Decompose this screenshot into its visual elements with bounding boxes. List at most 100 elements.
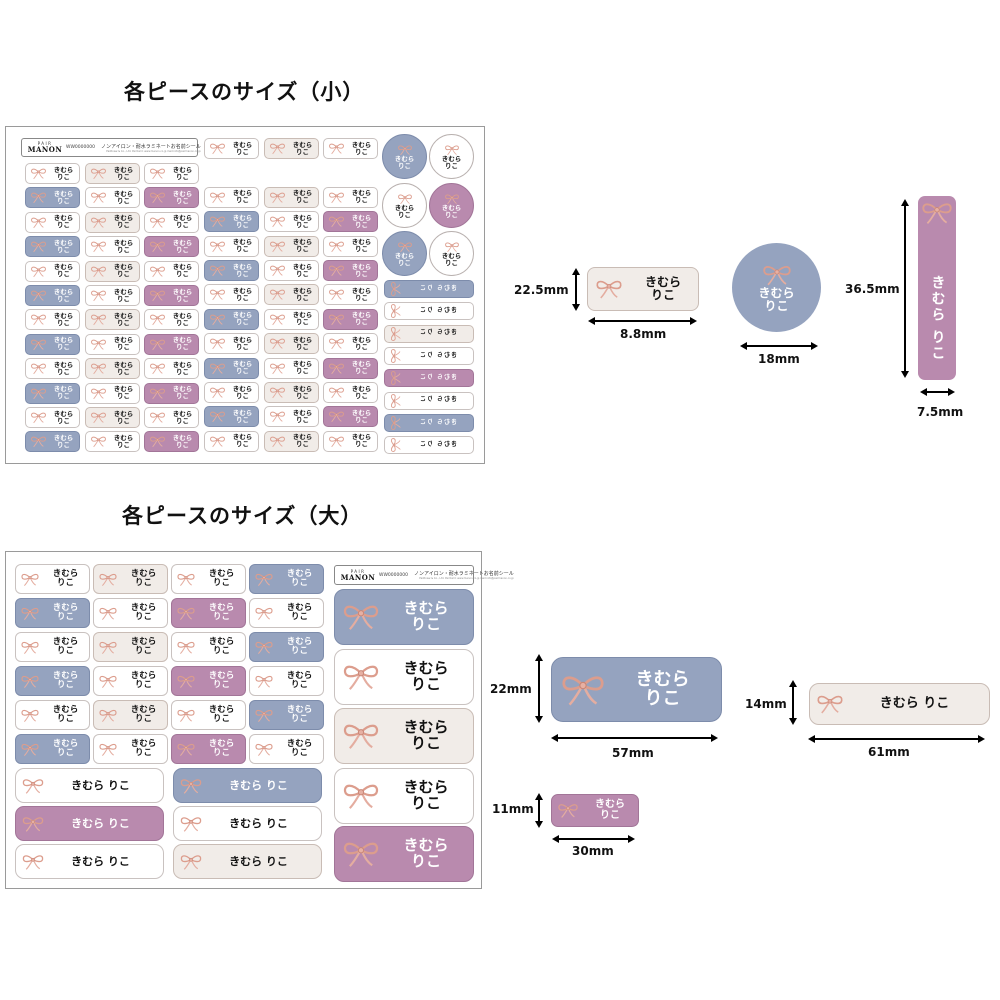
sticker-name-text: きむら りこ bbox=[113, 409, 134, 425]
name-sticker: きむら りこ bbox=[85, 187, 140, 209]
bow-icon bbox=[30, 314, 46, 326]
bow-icon bbox=[90, 266, 106, 277]
bow-icon bbox=[255, 743, 273, 756]
sticker-name-text: きむら りこ bbox=[292, 409, 313, 424]
vertical-name-sticker: きむら りこ bbox=[384, 369, 474, 388]
bow-icon bbox=[149, 388, 165, 399]
name-sticker: きむら りこ bbox=[323, 235, 378, 257]
sticker-name-text: きむら りこ bbox=[394, 154, 415, 170]
sticker-name-text: きむら りこ bbox=[403, 778, 449, 812]
name-sticker: きむら りこ bbox=[25, 407, 80, 428]
name-sticker: きむら りこ bbox=[323, 406, 378, 428]
bow-icon bbox=[177, 743, 195, 756]
sticker-name-text: きむら りこ bbox=[351, 262, 372, 278]
bow-icon bbox=[30, 388, 46, 399]
bow-icon bbox=[149, 266, 165, 277]
bow-icon-wrapper bbox=[16, 815, 48, 833]
long-height-label: 14mm bbox=[745, 697, 787, 711]
large-sticker-sheet: きむら りこきむら りこきむら りこきむら りこきむら りこきむら りこきむら … bbox=[5, 551, 514, 889]
sticker-name-text: きむら りこ bbox=[232, 384, 253, 400]
bow-icon bbox=[209, 363, 225, 374]
sticker-name-text: きむら りこ bbox=[229, 854, 288, 868]
name-sticker: きむら りこ bbox=[264, 186, 319, 208]
sticker-name-text: きむら りこ bbox=[232, 360, 253, 376]
sticker-name-text: きむら りこ bbox=[53, 238, 74, 254]
name-sticker: きむら りこ bbox=[323, 382, 378, 403]
bow-icon bbox=[269, 241, 285, 252]
fine-print: Pailitoaw & Co., Ltd. PairCard: www.mano… bbox=[419, 577, 514, 580]
bow-icon bbox=[269, 436, 285, 448]
sticker-name-text: きむら りこ bbox=[53, 165, 74, 181]
sticker-name-text: きむら りこ bbox=[208, 705, 235, 724]
bow-icon-wrapper bbox=[265, 410, 287, 423]
bow-icon-wrapper bbox=[265, 240, 287, 253]
sticker-name-text: きむら りこ bbox=[441, 251, 462, 267]
bow-icon-wrapper bbox=[265, 264, 287, 277]
name-sticker: きむら りこ bbox=[93, 598, 168, 628]
name-sticker: きむら りこ bbox=[323, 308, 378, 330]
bow-icon bbox=[343, 724, 379, 750]
name-sticker: きむら りこ bbox=[323, 211, 378, 233]
bow-icon-wrapper bbox=[265, 215, 287, 228]
bow-icon-wrapper bbox=[94, 572, 120, 587]
sticker-name-text: きむら りこ bbox=[418, 418, 458, 426]
name-sticker: きむら りこ bbox=[15, 806, 164, 841]
bow-icon bbox=[397, 194, 412, 205]
name-sticker: きむら りこ bbox=[15, 768, 164, 803]
bow-icon bbox=[30, 412, 46, 424]
bow-icon bbox=[30, 168, 46, 180]
bow-icon bbox=[21, 675, 39, 688]
bow-icon-wrapper bbox=[145, 411, 167, 424]
name-sticker: きむら りこ bbox=[264, 382, 319, 403]
bow-icon-wrapper bbox=[26, 338, 48, 351]
height-arrow bbox=[535, 654, 543, 723]
height-arrow bbox=[535, 793, 543, 828]
width-arrow bbox=[808, 735, 985, 743]
sticker-name-text: きむら りこ bbox=[71, 854, 130, 868]
bow-icon-wrapper bbox=[250, 674, 276, 689]
bow-icon-wrapper bbox=[324, 191, 346, 204]
bow-icon-wrapper bbox=[265, 362, 287, 375]
name-sticker: きむら りこ bbox=[171, 700, 246, 730]
round-sticker: きむら りこ bbox=[382, 134, 427, 179]
bow-icon-wrapper bbox=[205, 191, 227, 204]
bow-icon-wrapper bbox=[86, 362, 108, 375]
sticker-name-text: きむら りこ bbox=[113, 287, 134, 303]
sticker-name-text: きむら りこ bbox=[53, 385, 74, 401]
bow-icon bbox=[90, 217, 106, 229]
name-sticker: きむら りこ bbox=[264, 333, 319, 355]
bow-icon bbox=[328, 192, 344, 204]
bow-icon bbox=[390, 282, 401, 296]
bow-icon-wrapper bbox=[385, 371, 403, 386]
bow-icon-wrapper bbox=[145, 338, 167, 351]
width-arrow bbox=[920, 388, 955, 396]
name-sticker: きむら りこ bbox=[85, 260, 140, 282]
bow-icon bbox=[90, 241, 106, 253]
sticker-name-text: きむら りこ bbox=[292, 311, 313, 327]
example-long-sticker: きむら りこ bbox=[809, 683, 990, 725]
bow-icon-wrapper bbox=[86, 338, 108, 351]
sticker-name-text: きむら りこ bbox=[232, 189, 253, 205]
name-sticker: きむら りこ bbox=[323, 333, 378, 355]
bow-icon bbox=[343, 665, 379, 691]
bow-icon bbox=[762, 265, 791, 286]
name-sticker: きむら りこ bbox=[93, 734, 168, 764]
sticker-name-text: きむら りこ bbox=[418, 351, 458, 359]
bow-icon-wrapper bbox=[324, 410, 346, 423]
bow-icon-wrapper bbox=[16, 708, 42, 723]
bow-icon bbox=[30, 241, 46, 253]
sticker-name-text: きむら りこ bbox=[172, 287, 193, 303]
sticker-name-text: きむら りこ bbox=[52, 739, 79, 758]
bow-icon-wrapper bbox=[145, 167, 167, 180]
bow-icon bbox=[390, 326, 401, 341]
sticker-name-text: きむら りこ bbox=[172, 336, 193, 352]
bow-icon bbox=[328, 436, 344, 448]
vertical-name-sticker: きむら りこ bbox=[384, 324, 474, 343]
vertical-name-sticker: きむら りこ bbox=[384, 391, 474, 410]
bow-icon-wrapper bbox=[86, 411, 108, 424]
bow-icon-wrapper bbox=[335, 602, 385, 632]
name-sticker: きむら りこ bbox=[85, 285, 140, 306]
sticker-name-text: きむら りこ bbox=[113, 190, 134, 205]
